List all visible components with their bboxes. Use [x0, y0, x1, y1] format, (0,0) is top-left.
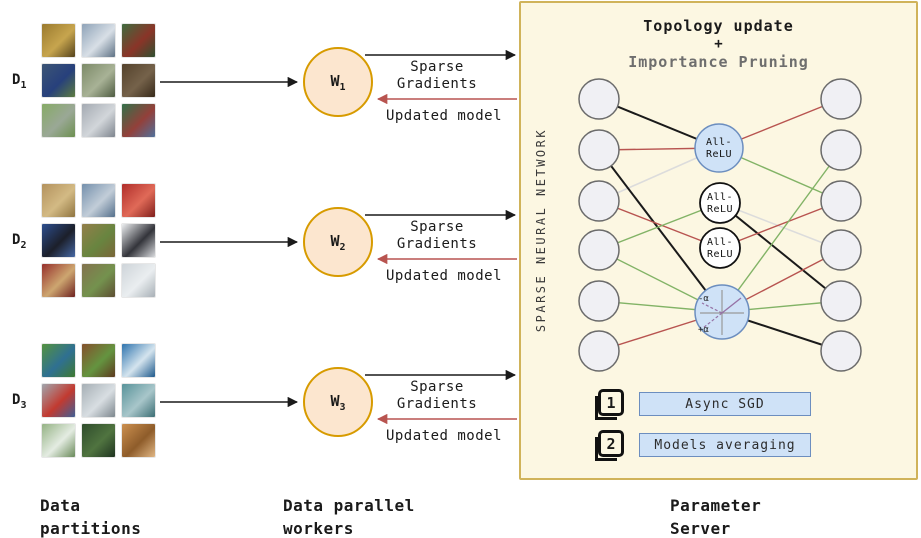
- updated-model-label: Updated model: [385, 108, 503, 124]
- partition-label-subscript: 1: [20, 79, 27, 91]
- worker-node-w3: W3: [303, 367, 373, 437]
- partition-label-subscript: 3: [20, 399, 27, 411]
- tile-bird-grass: [42, 104, 75, 137]
- tile-peacock: [42, 64, 75, 97]
- step-icon-back-bracket: [595, 437, 617, 461]
- partition-label-d1: D1: [12, 72, 26, 91]
- partition-label-subscript: 2: [20, 239, 27, 251]
- tile-toad: [82, 64, 115, 97]
- image-grid-d3: [42, 344, 155, 457]
- step-box-async-sgd: Async SGD: [639, 392, 811, 416]
- step-number-badge: 2: [598, 430, 624, 457]
- worker-label: W2: [330, 231, 346, 253]
- partition-label-text: D: [12, 392, 21, 408]
- tile-airplane: [82, 104, 115, 137]
- tile-puppy: [122, 424, 155, 457]
- partition-label-text: D: [12, 72, 21, 88]
- tile-bird-perched: [42, 424, 75, 457]
- tile-truck: [82, 24, 115, 57]
- tile-peacock-green: [42, 344, 75, 377]
- tile-white-truck: [122, 264, 155, 297]
- step-icon-back-bracket: [595, 396, 617, 420]
- sparse-neural-network-side-label: SPARSE NEURAL NETWORK: [534, 127, 548, 333]
- tile-dump-truck: [122, 24, 155, 57]
- tile-black-dog: [42, 224, 75, 257]
- tile-frog: [42, 24, 75, 57]
- tile-truck-gray: [82, 384, 115, 417]
- tile-boat: [122, 344, 155, 377]
- worker-node-w1: W1: [303, 47, 373, 117]
- tile-deer: [42, 184, 75, 217]
- importance-pruning-label: Importance Pruning: [628, 53, 809, 71]
- tile-cattle: [82, 264, 115, 297]
- partition-label-text: D: [12, 232, 21, 248]
- tile-car-mountain: [82, 184, 115, 217]
- image-grid-d2: [42, 184, 155, 297]
- worker-label: W1: [330, 71, 346, 93]
- updated-model-label: Updated model: [385, 268, 503, 284]
- step-box-models-averaging: Models averaging: [639, 433, 811, 457]
- tile-elk: [82, 224, 115, 257]
- tile-horse: [82, 344, 115, 377]
- topology-update-label: Topology update: [643, 17, 794, 35]
- tile-red-car: [122, 184, 155, 217]
- server-title: Topology update + Importance Pruning: [519, 17, 918, 72]
- tile-plane-silhouette: [122, 224, 155, 257]
- worker-node-w2: W2: [303, 207, 373, 277]
- partition-label-d2: D2: [12, 232, 26, 251]
- step-1-icon: 1: [594, 389, 626, 420]
- step-2-icon: 2: [594, 430, 626, 461]
- tile-monkey: [82, 424, 115, 457]
- image-grid-d1: [42, 24, 155, 137]
- plus-label: +: [714, 36, 723, 52]
- tile-owl: [122, 64, 155, 97]
- step-number-badge: 1: [598, 389, 624, 416]
- tile-train: [122, 104, 155, 137]
- worker-label: W3: [330, 391, 346, 413]
- updated-model-label: Updated model: [385, 428, 503, 444]
- tile-dog-carpet: [42, 264, 75, 297]
- tile-jet: [42, 384, 75, 417]
- tile-teal-car: [122, 384, 155, 417]
- partition-label-d3: D3: [12, 392, 26, 411]
